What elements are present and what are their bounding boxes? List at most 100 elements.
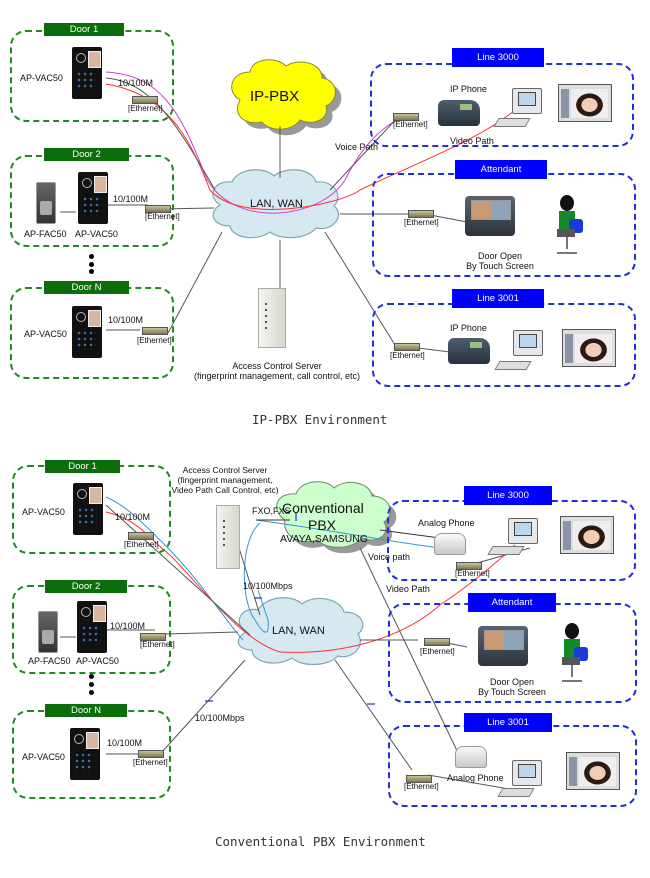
face-reader-icon bbox=[72, 306, 102, 358]
conventional-pbx-label-2: PBX bbox=[308, 517, 337, 533]
ethernet-switch-icon bbox=[128, 532, 154, 540]
ip-phone-icon bbox=[438, 100, 480, 126]
server-label-1: Access Control Server bbox=[232, 361, 322, 371]
door-n-switch-label: [Ethernet] bbox=[133, 758, 168, 767]
door-2-device-label-1: AP-FAC50 bbox=[28, 656, 71, 666]
line-3000-phone-label: IP Phone bbox=[450, 84, 487, 94]
ethernet-switch-icon bbox=[394, 343, 420, 351]
face-reader-icon bbox=[72, 47, 102, 99]
attendant-caption-1: Door Open bbox=[477, 251, 523, 261]
video-call-screen-icon bbox=[560, 516, 614, 554]
attendant-tag: Attendant bbox=[468, 593, 556, 612]
ethernet-switch-icon bbox=[393, 113, 419, 121]
ip-phone-icon bbox=[448, 338, 490, 364]
video-call-screen-icon bbox=[566, 752, 620, 790]
line-3001-switch-label: [Ethernet] bbox=[390, 351, 425, 360]
video-path-label: Video Path bbox=[386, 584, 430, 594]
conventional-pbx-label-1: Conventional bbox=[282, 500, 364, 516]
server-label-2: (fingerprint management, bbox=[177, 475, 273, 485]
fxo-fxs-label: FXO,FXS bbox=[252, 506, 291, 516]
door-2-switch-label: [Ethernet] bbox=[145, 212, 180, 221]
voice-path-wire bbox=[105, 71, 411, 214]
keyboard-icon bbox=[493, 118, 531, 127]
door-n-tag: Door N bbox=[44, 281, 129, 294]
server-label-2: (fingerprint management, call control, e… bbox=[193, 371, 361, 381]
server-label-3: Video Path Call Control, etc) bbox=[171, 485, 279, 495]
lan-wan-cloud-top bbox=[212, 169, 340, 239]
door-n-link-speed: 10/100M bbox=[108, 315, 144, 325]
ethernet-switch-icon bbox=[138, 750, 164, 758]
fingerprint-reader-icon bbox=[36, 182, 56, 224]
line-3000-tag: Line 3000 bbox=[452, 48, 544, 67]
ip-pbx-label: IP-PBX bbox=[250, 88, 300, 105]
line-3001-phone-label: Analog Phone bbox=[447, 773, 504, 783]
keyboard-icon bbox=[487, 546, 525, 555]
ethernet-switch-icon bbox=[132, 96, 158, 104]
video-call-screen-icon bbox=[562, 329, 616, 367]
video-path-label: Video Path bbox=[450, 136, 494, 146]
door-1-device-label: AP-VAC50 bbox=[20, 73, 63, 83]
voice-path-label: Voice Path bbox=[335, 142, 379, 152]
keyboard-icon bbox=[494, 361, 532, 370]
door-n-link-speed: 10/100M bbox=[107, 738, 143, 748]
ellipsis-dot bbox=[89, 254, 94, 259]
attendant-switch-label: [Ethernet] bbox=[420, 647, 455, 656]
door-n-device-label: AP-VAC50 bbox=[24, 329, 67, 339]
attendant-tag: Attendant bbox=[455, 160, 547, 179]
line-3001-tag: Line 3001 bbox=[452, 289, 544, 308]
ip-pbx-cloud bbox=[231, 59, 342, 136]
door-2-device-label-2: AP-VAC50 bbox=[75, 229, 118, 239]
line-3001-switch-label: [Ethernet] bbox=[404, 782, 439, 791]
video-path-wire bbox=[105, 83, 516, 210]
door-2-link-speed: 10/100M bbox=[110, 621, 146, 631]
attendant-caption-1: Door Open bbox=[489, 677, 535, 687]
face-reader-icon bbox=[77, 601, 107, 653]
ellipsis-dot bbox=[89, 682, 94, 687]
ellipsis-dot bbox=[89, 674, 94, 679]
voice-path-label: Voice path bbox=[368, 552, 411, 562]
line-3000-tag: Line 3000 bbox=[464, 486, 552, 505]
door-2-switch-label: [Ethernet] bbox=[140, 640, 175, 649]
line-3001-phone-label: IP Phone bbox=[450, 323, 487, 333]
ethernet-switch-icon bbox=[406, 775, 432, 783]
fingerprint-reader-icon bbox=[38, 611, 58, 653]
attendant-person-icon bbox=[557, 195, 583, 254]
computer-icon bbox=[508, 518, 538, 544]
pbx-vendors-label: AVAYA,SAMSUNG bbox=[280, 533, 368, 545]
computer-icon bbox=[513, 330, 543, 356]
line-3000-switch-label: [Ethernet] bbox=[393, 120, 428, 129]
video-phone-icon bbox=[465, 196, 515, 236]
ethernet-switch-icon bbox=[142, 327, 168, 335]
door-n-device-label: AP-VAC50 bbox=[22, 752, 65, 762]
ethernet-switch-icon bbox=[424, 638, 450, 646]
door-1-switch-label: [Ethernet] bbox=[124, 540, 159, 549]
door-1-link-speed: 10/100M bbox=[115, 512, 151, 522]
door-1-tag: Door 1 bbox=[45, 460, 120, 473]
analog-phone-icon bbox=[455, 746, 487, 768]
computer-icon bbox=[512, 88, 542, 114]
door-2-device-label-1: AP-FAC50 bbox=[24, 229, 67, 239]
access-control-server-icon bbox=[216, 505, 240, 569]
ellipsis-dot bbox=[89, 690, 94, 695]
door-1-link-speed: 10/100M bbox=[118, 78, 154, 88]
attendant-caption-2: By Touch Screen bbox=[466, 261, 534, 271]
door-1-tag: Door 1 bbox=[44, 23, 124, 36]
line-3001-tag: Line 3001 bbox=[464, 713, 552, 732]
lan-wan-label: LAN, WAN bbox=[250, 198, 303, 210]
door-1-switch-label: [Ethernet] bbox=[128, 104, 163, 113]
ethernet-switch-icon bbox=[408, 210, 434, 218]
server-label-1: Access Control Server bbox=[182, 465, 268, 475]
uplink-speed-label-doors: 10/100Mbps bbox=[195, 713, 245, 723]
access-control-server-icon bbox=[258, 288, 286, 348]
analog-phone-icon bbox=[434, 533, 466, 555]
line-3000-phone-label: Analog Phone bbox=[418, 518, 475, 528]
ethernet-switch-icon bbox=[145, 205, 171, 213]
door-1-device-label: AP-VAC50 bbox=[22, 507, 65, 517]
ethernet-switch-icon bbox=[456, 562, 482, 570]
diagram-title: Conventional PBX Environment bbox=[215, 834, 426, 849]
ellipsis-dot bbox=[89, 262, 94, 267]
door-2-tag: Door 2 bbox=[44, 148, 129, 161]
face-reader-icon bbox=[73, 483, 103, 535]
attendant-switch-label: [Ethernet] bbox=[404, 218, 439, 227]
